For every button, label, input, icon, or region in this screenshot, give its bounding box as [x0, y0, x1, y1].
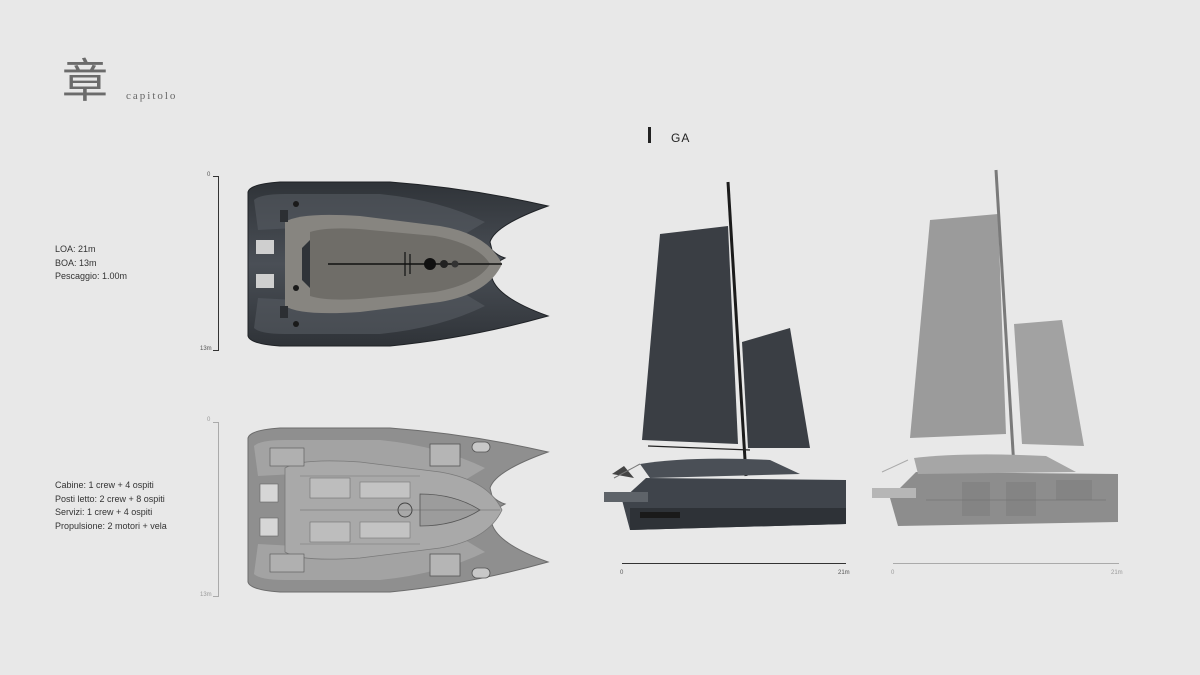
bottom-plan-scale-tick-top — [213, 422, 219, 423]
chapter-kanji: 章 — [62, 54, 108, 108]
spec-propulsion: Propulsione: 2 motori + vela — [55, 520, 167, 531]
profile-view-dark — [604, 181, 846, 530]
profile-light-scale-start: 0 — [891, 570, 895, 576]
spec-draft: Pescaggio: 1.00m — [55, 271, 128, 281]
profile-dark-scale-start: 0 — [620, 570, 624, 576]
top-plan-scale-end: 13m — [200, 346, 212, 352]
profile-light-scale-end: 21m — [1111, 570, 1123, 576]
section-title: GA — [671, 131, 691, 145]
top-plan-scale-tick-top — [213, 176, 219, 177]
bottom-plan-specs: Cabine: 1 crew + 4 ospiti Posti letto: 2… — [55, 479, 167, 533]
profile-view-light — [872, 169, 1118, 526]
profile-dark-scale-line — [622, 563, 846, 564]
section-marker — [648, 127, 651, 143]
bottom-plan-scale-tick-bottom — [213, 596, 219, 597]
spec-berths: Posti letto: 2 crew + 8 ospiti — [55, 493, 165, 504]
interior-plan-top-view — [247, 427, 550, 593]
top-plan-specs: LOA: 21m BOA: 13m Pescaggio: 1.00m — [55, 243, 127, 284]
spec-heads: Servizi: 1 crew + 4 ospiti — [55, 507, 153, 517]
deck-plan-top-view — [247, 181, 550, 347]
top-plan-scale-tick-bottom — [213, 350, 219, 351]
profile-light-scale-line — [893, 563, 1119, 564]
bottom-plan-scale-start: 0 — [207, 417, 211, 423]
chapter-label: capitolo — [126, 90, 178, 102]
top-plan-scale-start: 0 — [207, 172, 211, 178]
bottom-plan-scale-end: 13m — [200, 592, 212, 598]
profile-dark-scale-end: 21m — [838, 570, 850, 576]
spec-cabins: Cabine: 1 crew + 4 ospiti — [55, 480, 154, 490]
top-plan-scale-line — [218, 176, 219, 350]
spec-boa: BOA: 13m — [55, 257, 97, 268]
bottom-plan-scale-line — [218, 422, 219, 596]
spec-loa: LOA: 21m — [55, 244, 96, 254]
